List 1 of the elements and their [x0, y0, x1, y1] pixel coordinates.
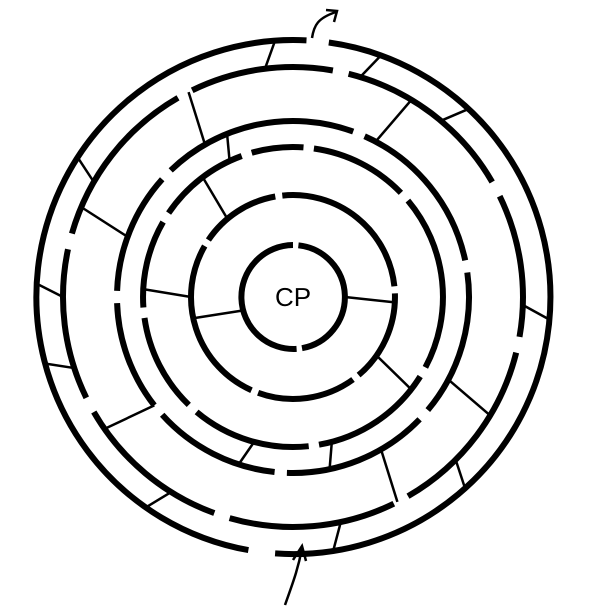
center-label: CP	[274, 282, 312, 312]
